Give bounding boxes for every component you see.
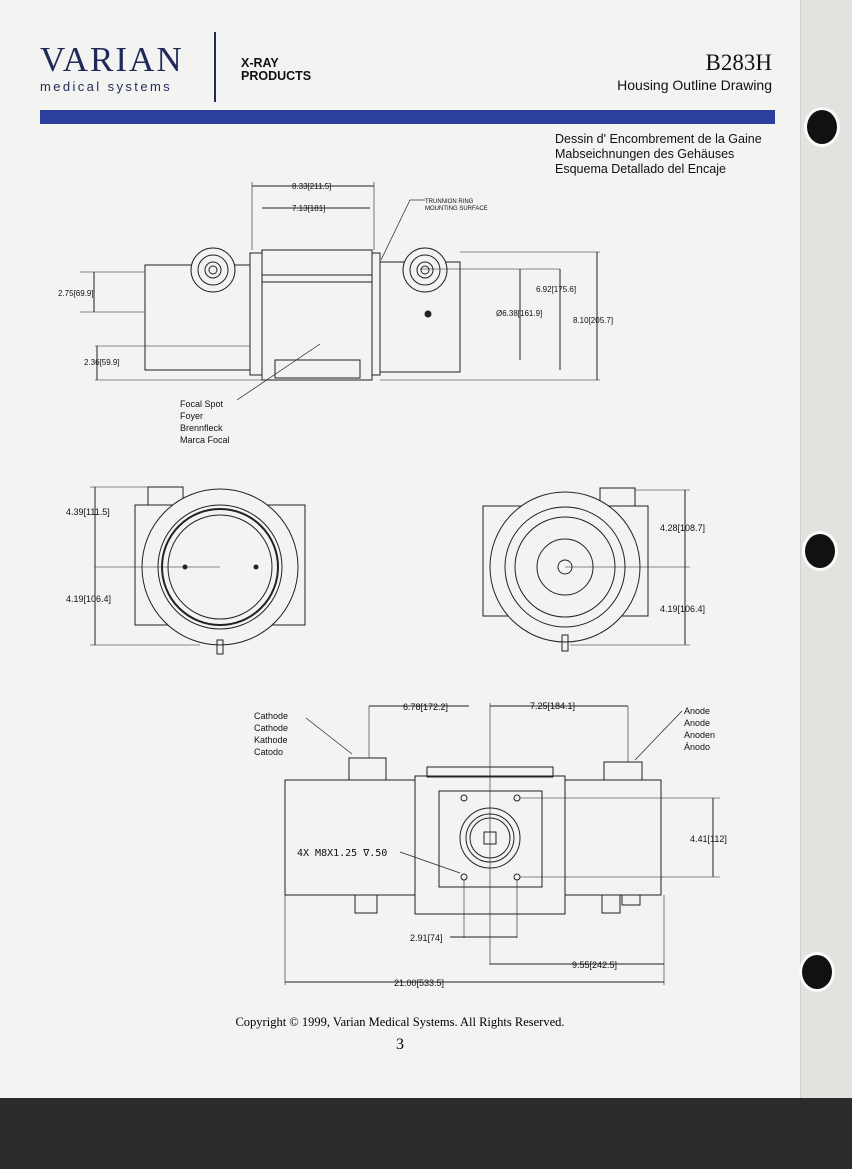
division-line2: PRODUCTS <box>241 69 312 83</box>
varian-logo: VARIAN medical systems <box>40 40 184 95</box>
dim-label: 8.33[211.5] <box>292 182 331 191</box>
cathode-label: Catodo <box>254 747 283 757</box>
logo-text: VARIAN <box>40 40 184 79</box>
cathode-label: Kathode <box>254 735 288 745</box>
title-es: Esquema Detallado del Encaje <box>555 162 726 176</box>
anode-label: Anode <box>684 706 710 716</box>
dim-label: 2.36[59.9] <box>84 358 120 367</box>
dim-label: 4.19[106.4] <box>66 594 111 604</box>
binder-hole <box>802 955 832 989</box>
scan-background <box>0 1098 852 1169</box>
logo-subtext: medical systems <box>40 79 173 94</box>
trunnion-label: MOUNTING SURFACE <box>425 206 488 212</box>
document-page <box>0 0 800 1098</box>
anode-label: Ánodo <box>684 742 710 752</box>
dim-label: 8.10[205.7] <box>573 316 613 325</box>
dim-label: 21.00[533.5] <box>394 978 444 988</box>
outline-drawing: 8.33[211.5] 7.13[181] 2.75[69.9] 2.36[59… <box>58 182 727 988</box>
header-divider <box>214 32 216 102</box>
title-translations: Dessin d' Encombrement de la Gaine Mabse… <box>555 132 762 177</box>
dim-label: 7.25[184.1] <box>530 701 575 711</box>
dim-label: 2.91[74] <box>410 933 443 943</box>
focal-label: Marca Focal <box>180 435 230 445</box>
anode-label: Anoden <box>684 730 715 740</box>
top-view: 6.78[172.2] 7.25[184.1] 4.41[112] 2.91[7… <box>254 701 727 988</box>
thread-note: 4X M8X1.25 ∇.50 <box>297 848 387 859</box>
dim-label: 4.39[111.5] <box>66 507 110 517</box>
dim-label: 4.28[108.7] <box>660 523 705 533</box>
focal-label: Focal Spot <box>180 399 224 409</box>
dim-label: 6.78[172.2] <box>403 702 448 712</box>
cathode-label: Cathode <box>254 711 288 721</box>
anode-label: Anode <box>684 718 710 728</box>
dim-label: 4.19[106.4] <box>660 604 705 614</box>
title-de: Mabseichnungen des Gehäuses <box>555 147 735 161</box>
dim-label: 2.75[69.9] <box>58 289 94 298</box>
dim-label: Ø6.38[161.9] <box>496 309 542 318</box>
division-label: X-RAY PRODUCTS <box>241 57 311 83</box>
dim-label: 4.41[112] <box>690 834 727 844</box>
binder-hole <box>805 534 835 568</box>
cathode-end-view: 4.39[111.5] 4.19[106.4] <box>66 486 306 655</box>
trunnion-label: TRUNNION RING <box>425 199 474 205</box>
cathode-label: Cathode <box>254 723 288 733</box>
anode-end-view: 4.28[108.7] 4.19[106.4] <box>482 487 705 652</box>
focal-label: Foyer <box>180 411 203 421</box>
page-number: 3 <box>396 1036 404 1053</box>
title-fr: Dessin d' Encombrement de la Gaine <box>555 132 762 146</box>
dim-label: 6.92[175.6] <box>536 285 576 294</box>
division-line1: X-RAY <box>241 56 279 70</box>
focal-label: Brennfleck <box>180 423 223 433</box>
copyright: Copyright © 1999, Varian Medical Systems… <box>235 1015 565 1029</box>
dim-label: 9.55[242.5] <box>572 960 617 970</box>
side-view: 8.33[211.5] 7.13[181] 2.75[69.9] 2.36[59… <box>58 182 613 445</box>
doc-title: Housing Outline Drawing <box>617 77 772 93</box>
dim-label: 7.13[181] <box>292 204 325 213</box>
binder-hole <box>807 110 837 144</box>
header-bar <box>40 110 775 124</box>
model-code: B283H <box>705 50 772 75</box>
